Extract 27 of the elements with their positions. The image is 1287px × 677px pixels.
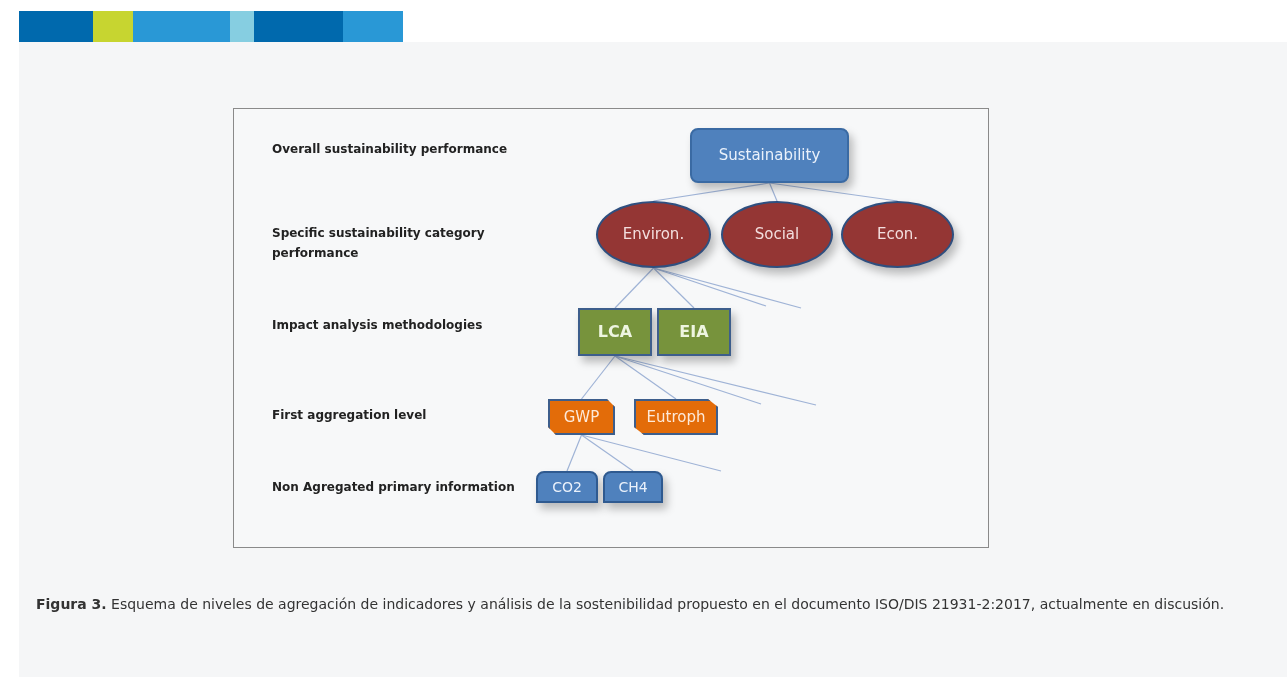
connector-line xyxy=(768,182,899,202)
connector-line xyxy=(652,267,695,309)
connector-line xyxy=(614,267,655,309)
level-label: Non Agregated primary information xyxy=(272,479,516,496)
tab-box: CO2 xyxy=(536,471,598,503)
connector-line xyxy=(768,182,778,202)
ellipse-node: Social xyxy=(721,201,833,268)
level-label: Overall sustainability performance xyxy=(272,141,509,158)
level-label: Impact analysis methodologies xyxy=(272,317,484,334)
connector-line xyxy=(614,355,677,400)
connector-line xyxy=(580,355,616,400)
connector-line xyxy=(652,267,802,309)
connector-line xyxy=(580,434,634,472)
level-label: Specific sustainability category performance xyxy=(272,225,486,262)
ellipse-node: Econ. xyxy=(841,201,954,268)
connector-line xyxy=(652,182,771,202)
ellipse-node: Environ. xyxy=(596,201,711,268)
tab-box: CH4 xyxy=(603,471,663,503)
method-box: EIA xyxy=(657,308,731,356)
figure-caption: Figura 3. Esquema de niveles de agregación de indicadores y análisis de la sostenibilidad propuesto en el documento ISO/DIS 21931-2:2017, actualmente en discusión. xyxy=(36,595,1226,614)
level-label: First aggregation level xyxy=(272,407,428,424)
snipped-box: GWP xyxy=(548,399,615,435)
diagram-frame xyxy=(233,108,989,548)
method-box: LCA xyxy=(578,308,652,356)
rounded-box: Sustainability xyxy=(690,128,849,183)
snipped-box: Eutroph xyxy=(634,399,718,435)
connector-line xyxy=(566,434,583,472)
